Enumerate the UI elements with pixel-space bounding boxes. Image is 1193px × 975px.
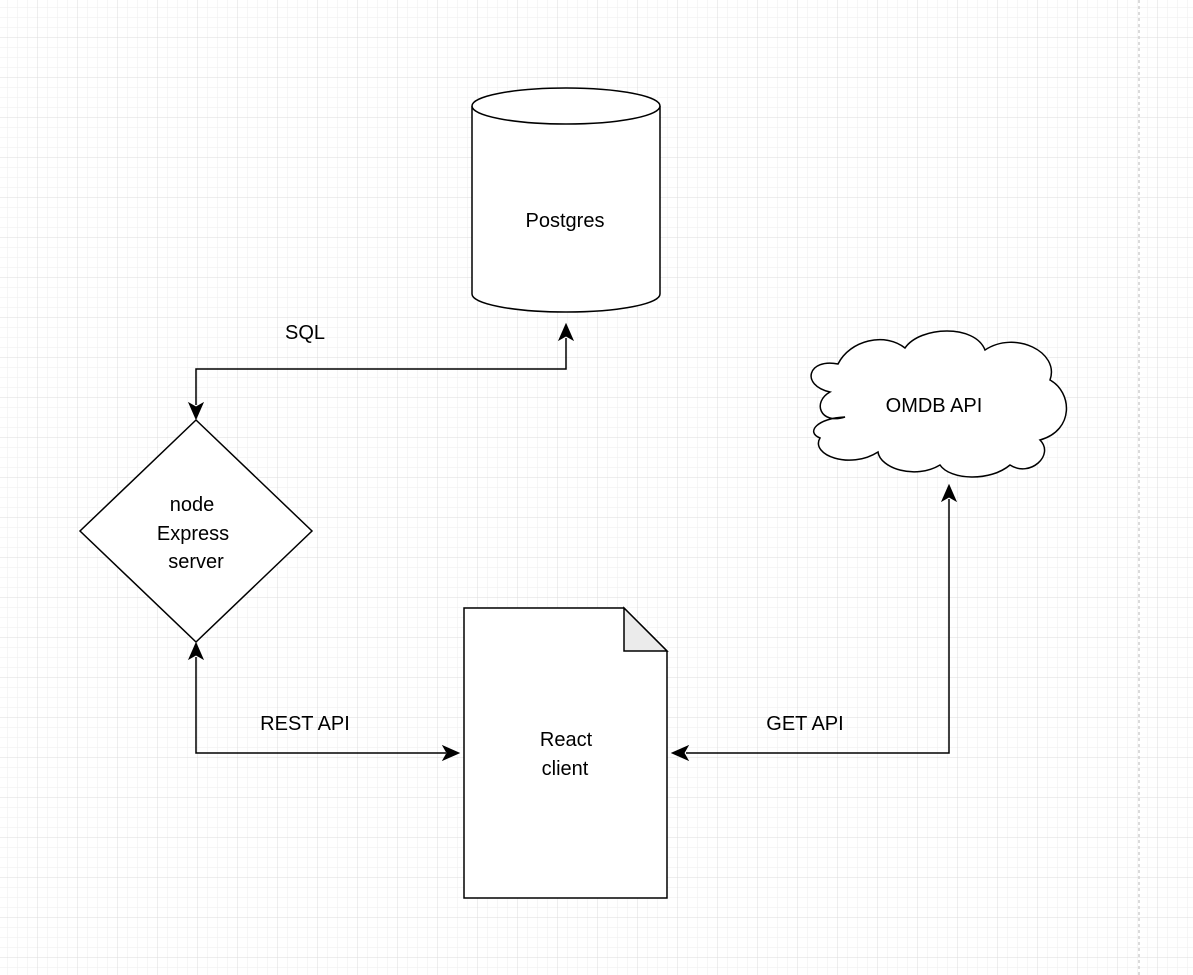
omdb-cloud-shape — [810, 330, 1068, 478]
rest-api-arrowhead-to-react — [441, 744, 461, 762]
get-api-edge-label: GET API — [766, 713, 843, 735]
node-postgres[interactable]: Postgres — [471, 87, 661, 313]
get-api-arrowhead-to-react — [670, 744, 690, 762]
get-api-connector-line — [686, 499, 950, 754]
sql-connector-line — [195, 338, 567, 405]
postgres-cylinder-body — [471, 106, 661, 313]
react-label-line-2: client — [542, 758, 589, 780]
express-label-line-3: server — [168, 551, 224, 573]
sql-arrowhead-to-postgres — [557, 322, 575, 342]
get-api-arrowhead-to-omdb — [940, 483, 958, 503]
react-document-fold — [623, 606, 669, 652]
express-label-line-1: node — [170, 494, 215, 516]
edge-sql[interactable]: SQL — [187, 322, 575, 421]
node-omdb-api[interactable]: OMDB API — [810, 330, 1068, 478]
edge-rest-api[interactable]: REST API — [187, 641, 461, 762]
omdb-label: OMDB API — [886, 395, 983, 417]
sql-arrowhead-to-express — [187, 401, 205, 421]
rest-api-edge-label: REST API — [260, 713, 350, 735]
express-diamond-shape — [78, 418, 314, 644]
node-express-server[interactable]: node Express server — [78, 418, 314, 644]
node-react-client[interactable]: React client — [463, 606, 669, 899]
react-label-line-1: React — [540, 729, 593, 751]
postgres-cylinder-top — [471, 87, 661, 125]
sql-edge-label: SQL — [285, 322, 325, 344]
express-label-line-2: Express — [157, 523, 229, 545]
rest-api-connector-line — [195, 657, 446, 754]
rest-api-arrowhead-to-express — [187, 641, 205, 661]
edge-get-api[interactable]: GET API — [670, 483, 958, 762]
postgres-label: Postgres — [526, 210, 605, 232]
react-document-shape — [463, 607, 668, 899]
